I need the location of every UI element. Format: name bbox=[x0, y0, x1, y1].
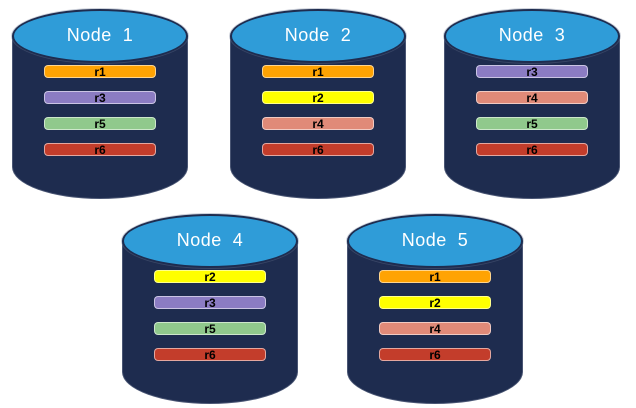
db-node-4: Node 4 r2 r3 r5 r6 bbox=[122, 214, 298, 404]
replica-list: r1 r2 r4 r6 bbox=[262, 65, 374, 156]
replica-label: r5 bbox=[94, 116, 106, 131]
replica-bar-r1: r1 bbox=[262, 65, 374, 78]
replica-label: r4 bbox=[526, 90, 538, 105]
replica-bar-r6: r6 bbox=[44, 143, 156, 156]
node-label: Node 2 bbox=[284, 24, 352, 45]
replica-label: r1 bbox=[312, 64, 324, 79]
db-cylinder-top: Node 4 bbox=[122, 214, 298, 268]
replica-label: r6 bbox=[312, 142, 324, 157]
db-node-5: Node 5 r1 r2 r4 r6 bbox=[347, 214, 523, 404]
replica-bar-r2: r2 bbox=[154, 270, 266, 283]
db-node-1: Node 1 r1 r3 r5 r6 bbox=[12, 9, 188, 199]
replica-label: r5 bbox=[526, 116, 538, 131]
replica-label: r6 bbox=[526, 142, 538, 157]
node-label: Node 1 bbox=[66, 24, 134, 45]
replica-label: r4 bbox=[429, 321, 441, 336]
replica-list: r2 r3 r5 r6 bbox=[154, 270, 266, 361]
replica-list: r1 r2 r4 r6 bbox=[379, 270, 491, 361]
replica-bar-r4: r4 bbox=[476, 91, 588, 104]
replica-bar-r6: r6 bbox=[379, 348, 491, 361]
replica-label: r6 bbox=[94, 142, 106, 157]
replica-label: r2 bbox=[429, 295, 441, 310]
db-node-3: Node 3 r3 r4 r5 r6 bbox=[444, 9, 620, 199]
replica-label: r4 bbox=[312, 116, 324, 131]
replica-label: r3 bbox=[526, 64, 538, 79]
replica-label: r6 bbox=[429, 347, 441, 362]
db-cylinder-top: Node 5 bbox=[347, 214, 523, 268]
node-label: Node 3 bbox=[498, 24, 566, 45]
db-node-2: Node 2 r1 r2 r4 r6 bbox=[230, 9, 406, 199]
replica-bar-r3: r3 bbox=[44, 91, 156, 104]
replica-label: r1 bbox=[94, 64, 106, 79]
node-label: Node 4 bbox=[176, 229, 244, 250]
replica-list: r1 r3 r5 r6 bbox=[44, 65, 156, 156]
replica-label: r2 bbox=[312, 90, 324, 105]
replica-bar-r4: r4 bbox=[262, 117, 374, 130]
replica-bar-r4: r4 bbox=[379, 322, 491, 335]
replica-label: r1 bbox=[429, 269, 441, 284]
db-cylinder-top: Node 3 bbox=[444, 9, 620, 63]
replica-bar-r2: r2 bbox=[379, 296, 491, 309]
replica-bar-r6: r6 bbox=[262, 143, 374, 156]
replica-bar-r2: r2 bbox=[262, 91, 374, 104]
replica-label: r5 bbox=[204, 321, 216, 336]
replica-label: r3 bbox=[94, 90, 106, 105]
replica-bar-r1: r1 bbox=[44, 65, 156, 78]
replica-bar-r3: r3 bbox=[476, 65, 588, 78]
replica-bar-r3: r3 bbox=[154, 296, 266, 309]
replica-bar-r1: r1 bbox=[379, 270, 491, 283]
replica-label: r3 bbox=[204, 295, 216, 310]
replica-bar-r5: r5 bbox=[154, 322, 266, 335]
replica-label: r6 bbox=[204, 347, 216, 362]
replica-bar-r5: r5 bbox=[44, 117, 156, 130]
db-cylinder-top: Node 2 bbox=[230, 9, 406, 63]
node-label: Node 5 bbox=[401, 229, 469, 250]
replica-bar-r6: r6 bbox=[476, 143, 588, 156]
replica-bar-r6: r6 bbox=[154, 348, 266, 361]
db-cylinder-top: Node 1 bbox=[12, 9, 188, 63]
replica-label: r2 bbox=[204, 269, 216, 284]
replica-list: r3 r4 r5 r6 bbox=[476, 65, 588, 156]
replica-bar-r5: r5 bbox=[476, 117, 588, 130]
